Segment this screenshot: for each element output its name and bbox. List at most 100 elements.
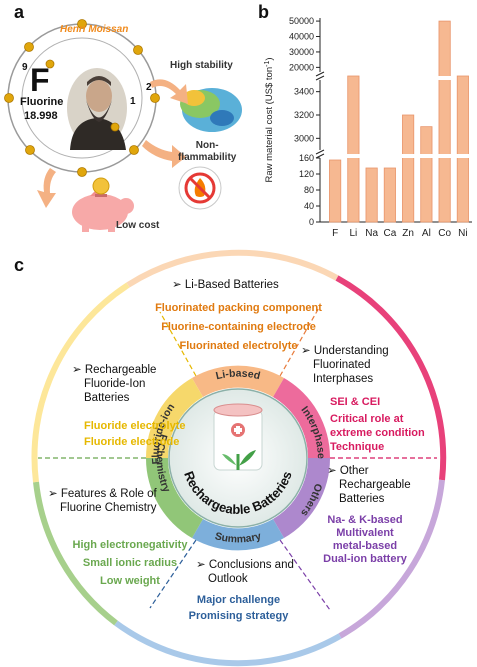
fluoride-heading-line: Batteries	[84, 392, 130, 404]
inner-seg-li	[192, 365, 284, 397]
bar	[420, 126, 433, 223]
y-tick-label: 3000	[294, 133, 314, 143]
outer-ring-segments	[31, 249, 447, 667]
x-tick-label: Al	[422, 228, 431, 239]
y-tick-label: 160	[299, 153, 314, 163]
fluoride-item: Fluoride electrolyte	[84, 420, 186, 432]
interphase-item: extreme condition	[330, 427, 425, 439]
interphase-heading-line: Fluorinated	[313, 359, 371, 371]
x-tick-label: Ni	[458, 228, 467, 239]
interphase-heading-line: Interphases	[313, 373, 374, 385]
fluoride-items: Fluoride electrolyte Fluoride electrode	[84, 418, 185, 450]
axis-break-mark	[315, 75, 325, 81]
piggy-bank-icon	[72, 177, 134, 232]
outer-ring-summary	[114, 620, 342, 667]
y-tick-label: 80	[304, 185, 314, 195]
inner-seg-summary	[192, 519, 284, 551]
x-tick-label: Li	[349, 228, 357, 239]
bar	[365, 167, 378, 223]
y-axis-label: Raw material cost (US$ ton-1)	[264, 57, 276, 182]
outer-ring-others	[338, 479, 445, 639]
outer-ring-fchem	[33, 481, 118, 626]
svg-text:Interphase: Interphase	[298, 404, 327, 459]
interphase-item: SEI & CEI	[330, 396, 381, 408]
fchem-item: High electronegativity	[72, 539, 188, 551]
y-tick-label: 3400	[294, 87, 314, 97]
bar	[329, 159, 342, 223]
bar	[402, 114, 415, 223]
others-bullet: ➢	[327, 465, 337, 477]
inner-seg-fchem	[145, 458, 203, 538]
fluoride-item: Fluoride electrode	[84, 436, 180, 448]
fchem-items: High electronegativity Small ionic radiu…	[60, 536, 200, 590]
others-heading-line: Other	[339, 465, 369, 477]
bar-break-gap	[437, 154, 452, 158]
interphase-item: Technique	[330, 441, 385, 453]
moissan-portrait	[67, 68, 127, 150]
axis-break-mark	[315, 149, 325, 155]
property-non-flammability-line1: Non-	[195, 140, 219, 151]
element-name: Fluorine	[20, 96, 64, 108]
outer-ring-li	[126, 249, 339, 288]
others-heading-line: Batteries	[339, 493, 385, 505]
others-item: metal-based	[332, 540, 398, 552]
arrows	[37, 79, 188, 208]
inner-seg-interphase	[273, 378, 331, 458]
panel-b-letter: b	[258, 2, 269, 22]
summary-heading-line: Outlook	[208, 573, 248, 585]
electron-dots	[4, 19, 160, 177]
panel-c-wheel	[31, 249, 447, 667]
fchem-item: Low weight	[100, 575, 160, 587]
interphase-heading: ➢ Understanding Fluorinated Interphases	[301, 344, 389, 386]
x-tick-label: Zn	[402, 228, 414, 239]
shell-label-2: 2	[146, 82, 152, 93]
y-tick-label: 40	[304, 201, 314, 211]
property-low-cost: Low cost	[116, 220, 160, 231]
shell-label-1: 1	[130, 96, 136, 107]
panel-a-illustration	[4, 19, 242, 232]
li-heading-text: Li-Based Batteries	[184, 279, 279, 291]
svg-text:Summary: Summary	[214, 530, 263, 545]
property-non-flammability: Non- flammability	[178, 140, 236, 164]
x-tick-label: F	[332, 228, 338, 239]
raw-cost-bar-chart: 0408012016030003200340020000300004000050…	[264, 16, 472, 239]
ring-label-interphase: Interphase	[298, 404, 327, 459]
fluoride-heading: ➢ Rechargeable Fluoride-Ion Batteries	[72, 363, 156, 405]
stability-molecule-icon	[180, 88, 242, 132]
others-items: Na- & K-based Multivalent metal-based Du…	[300, 514, 430, 566]
atomic-number: 9	[22, 62, 28, 73]
summary-heading: ➢ Conclusions and Outlook	[196, 558, 294, 586]
interphase-bullet: ➢	[301, 345, 311, 357]
panel-a-letter: a	[14, 2, 25, 22]
ring-label-summary: Summary	[214, 530, 263, 545]
property-non-flammability-line2: flammability	[178, 152, 237, 163]
fluoride-bullet: ➢	[72, 364, 82, 376]
li-item: Fluorinated packing component	[155, 302, 322, 314]
bar-break-gap	[401, 154, 415, 158]
no-fire-icon	[178, 166, 222, 210]
summary-item: Promising strategy	[188, 610, 289, 622]
bar	[456, 75, 469, 223]
fluoride-heading-line: Rechargeable	[84, 364, 157, 376]
y-tick-label: 40000	[289, 32, 314, 42]
inner-ring-segments	[145, 365, 331, 551]
svg-text:Li-based: Li-based	[215, 368, 262, 383]
bar-break-gap	[346, 154, 361, 158]
portrait-name-label: Henri Moissan	[60, 24, 129, 35]
inner-orbit-ring	[21, 37, 143, 159]
battery-icon	[213, 403, 263, 471]
outer-ring-interphase	[335, 275, 447, 481]
summary-bullet: ➢	[196, 559, 206, 571]
fchem-heading: ➢ Features & Role of Fluorine Chemistry	[48, 487, 157, 515]
summary-items: Major challenge Promising strategy	[0, 592, 477, 624]
interphase-items: SEI & CEI Critical role at extreme condi…	[330, 395, 425, 454]
others-item: Na- & K-based	[327, 514, 403, 526]
x-tick-label: Na	[365, 228, 378, 239]
y-tick-label: 20000	[289, 62, 314, 72]
interphase-heading-line: Understanding	[313, 345, 389, 357]
bar	[383, 167, 396, 223]
fchem-heading-line: Features & Role of	[60, 488, 157, 500]
li-item: Fluorine-containing electrode	[161, 321, 316, 333]
y-tick-label: 3200	[294, 110, 314, 120]
others-heading: ➢ Other Rechargeable Batteries	[327, 464, 411, 506]
